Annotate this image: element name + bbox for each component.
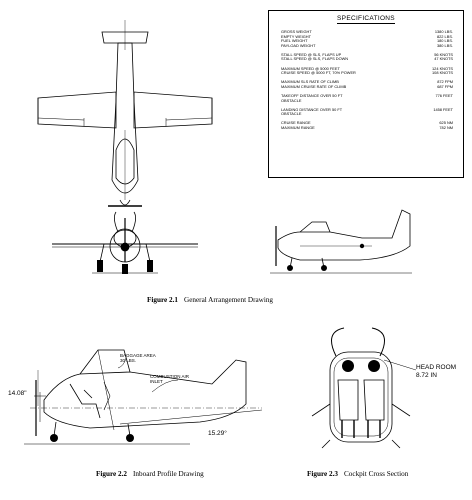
figure-title: Cockpit Cross Section (344, 470, 409, 478)
spec-value: 124 KNOTS (432, 65, 453, 71)
spec-value: 1458 FEET (433, 106, 453, 112)
top-view-drawing (37, 20, 213, 207)
spec-value: 380 LBS. (436, 42, 453, 48)
figure-title: General Arrangement Drawing (184, 296, 274, 304)
figure-number: Figure 2.1 (147, 296, 179, 304)
spec-label: TAKEOFF DISTANCE OVER 50 FT OBSTACLE (281, 92, 343, 103)
spec-row: CRUISE RANGE 625 NM (281, 121, 453, 126)
side-view-drawing (270, 209, 412, 274)
spec-label: STALL SPEED @ SLS, FLAPS DOWN (281, 56, 349, 62)
spec-value: 822 LBS. (436, 33, 453, 39)
figure-2-2-caption: Figure 2.2 Inboard Profile Drawing (96, 470, 204, 478)
spec-value: 47 KNOTS (434, 56, 453, 62)
spec-label: STALL SPEED @ SLS, FLAPS UP (281, 51, 342, 57)
figure-2-1-caption: Figure 2.1 General Arrangement Drawing (147, 296, 273, 304)
spec-row: MAXIMUM CRUISE RATE OF CLIMB 687 FPM (281, 83, 453, 90)
height-dimension-label: 14.08" (8, 390, 27, 397)
spec-label: MAXIMUM SLS RATE OF CLIMB (281, 79, 339, 85)
spec-label: CRUISE SPEED @ 5000 FT, 70% POWER (281, 70, 356, 76)
spec-value: 872 FPM (437, 79, 453, 85)
baggage-area-label: BAGGAGE AREA 30 LBS. (120, 353, 156, 363)
spec-label: MAXIMUM RANGE (281, 124, 315, 130)
spec-row: GROSS WEIGHT 1380 LBS. (281, 29, 453, 35)
spec-row: TAKEOFF DISTANCE OVER 50 FT OBSTACLE 776 … (281, 92, 453, 103)
specifications-rows: GROSS WEIGHT 1380 LBS. EMPTY WEIGHT 822 LB… (281, 29, 453, 131)
figure-number: Figure 2.3 (307, 470, 339, 478)
spec-label: LANDING DISTANCE OVER 50 FT OBSTACLE (281, 106, 343, 117)
spec-label: PAYLOAD WEIGHT (281, 42, 316, 48)
spec-value: 625 NM (439, 120, 453, 126)
spec-label: MAXIMUM CRUISE RATE OF CLIMB (281, 83, 347, 89)
figure-number: Figure 2.2 (96, 470, 128, 478)
spec-label: GROSS WEIGHT (281, 29, 312, 34)
combustion-air-inlet-label: COMBUSTION AIR INLET (150, 374, 190, 384)
spec-row: STALL SPEED @ SLS, FLAPS DOWN 47 KNOTS (281, 57, 453, 62)
spec-label: FUEL WEIGHT (281, 38, 308, 44)
figure-2-3-caption: Figure 2.3 Cockpit Cross Section (307, 470, 408, 478)
spec-row: EMPTY WEIGHT 822 LBS. (281, 33, 453, 40)
spec-row: FUEL WEIGHT 180 LBS. (281, 39, 453, 44)
spec-value: 782 NM (439, 124, 453, 130)
spec-label: CRUISE RANGE (281, 120, 311, 126)
spec-label: MAXIMUM SPEED @ 5000 FEET (281, 65, 340, 71)
cockpit-cross-section-drawing (311, 327, 417, 449)
spec-value: 56 KNOTS (434, 51, 453, 57)
spec-row: PAYLOAD WEIGHT 380 LBS. (281, 42, 453, 49)
spec-value: 687 FPM (437, 83, 453, 89)
spec-value: 1380 LBS. (434, 29, 453, 34)
specifications-title: SPECIFICATIONS (337, 15, 395, 24)
spec-label: EMPTY WEIGHT (281, 33, 311, 39)
spec-row: MAXIMUM SLS RATE OF CLIMB 872 FPM (281, 80, 453, 85)
spec-row: MAXIMUM RANGE 782 NM (281, 124, 453, 131)
spec-value: 180 LBS. (436, 38, 453, 44)
figure-title: Inboard Profile Drawing (133, 470, 204, 478)
head-room-label: HEAD ROOM 8.72 IN (416, 364, 457, 379)
spec-row: CRUISE SPEED @ 5000 FT, 70% POWER 108 KNO… (281, 71, 453, 76)
spec-row: STALL SPEED @ SLS, FLAPS UP 56 KNOTS (281, 51, 453, 58)
spec-row: MAXIMUM SPEED @ 5000 FEET 124 KNOTS (281, 65, 453, 72)
front-view-drawing (52, 211, 198, 274)
specifications-panel: SPECIFICATIONS GROSS WEIGHT 1380 LBS. EMP… (268, 10, 464, 178)
inboard-profile-drawing (24, 349, 263, 445)
spec-value: 776 FEET (435, 92, 453, 98)
angle-dimension-label: 15.29° (208, 430, 227, 437)
spec-row: LANDING DISTANCE OVER 50 FT OBSTACLE 1458… (281, 106, 453, 117)
spec-value: 108 KNOTS (432, 70, 453, 76)
